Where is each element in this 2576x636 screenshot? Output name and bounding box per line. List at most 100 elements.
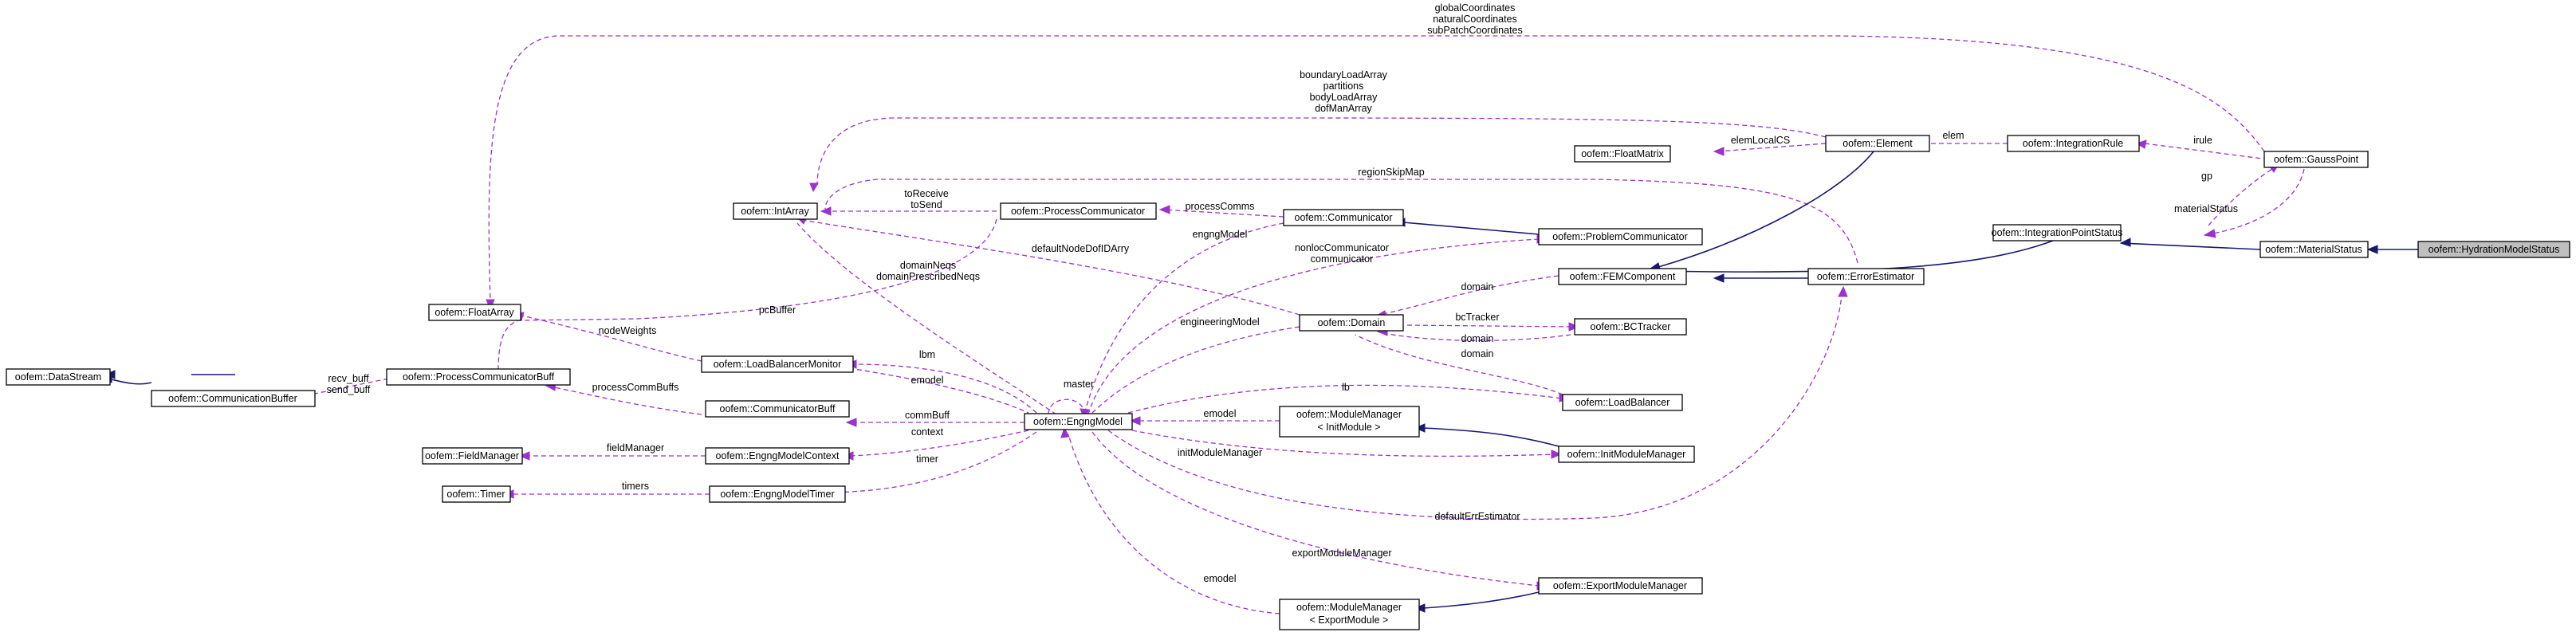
edge-label-domain-fem: domain: [1461, 281, 1494, 292]
edge-label-emodel-lbm: emodel: [911, 375, 944, 386]
node-material-status[interactable]: oofem::MaterialStatus: [2259, 241, 2369, 258]
edge-label-init-module-manager: initModuleManager: [1178, 447, 1262, 458]
edge-label-elem-local-cs: elemLocalCS: [1731, 135, 1790, 146]
node-hydration-model-status[interactable]: oofem::HydrationModelStatus: [2417, 241, 2570, 258]
node-error-estimator[interactable]: oofem::ErrorEstimator: [1807, 268, 1925, 285]
edge-label-to-receive: toReceive: [904, 188, 949, 199]
node-label: oofem::Timer: [446, 489, 505, 500]
edge-label-pc-buffer: pcBuffer: [759, 304, 796, 316]
edge-label-to-send: toSend: [910, 199, 942, 210]
edge-label-default-err-estimator: defaultErrEstimator: [1435, 511, 1520, 522]
node-label: oofem::FloatArray: [435, 307, 514, 318]
inheritance-edges: [107, 151, 2418, 609]
node-label: oofem::EngngModelContext: [716, 450, 840, 461]
node-problem-communicator[interactable]: oofem::ProblemCommunicator: [1538, 228, 1703, 245]
node-export-module-manager[interactable]: oofem::ExportModuleManager: [1538, 577, 1703, 595]
edge-label-comm-buff: commBuff: [905, 410, 950, 421]
node-label: oofem::Element: [1843, 138, 1913, 149]
node-label: oofem::ModuleManager: [1296, 409, 1402, 420]
node-process-communicator-buff[interactable]: oofem::ProcessCommunicatorBuff: [386, 368, 571, 386]
node-label: oofem::Domain: [1318, 317, 1386, 328]
edge-label-elem: elem: [1942, 130, 1964, 141]
edge-label-master: master: [1064, 379, 1094, 390]
edge-label-boundary-load-array: boundaryLoadArray: [1300, 69, 1388, 80]
node-label: oofem::IntegrationPointStatus: [1992, 227, 2123, 238]
node-module-manager-export[interactable]: oofem::ModuleManager < ExportModule >: [1279, 599, 1420, 630]
edge-label-region-skip-map: regionSkipMap: [1358, 167, 1424, 178]
node-label: oofem::FieldManager: [425, 450, 519, 461]
node-label: oofem::ModuleManager: [1296, 602, 1402, 613]
node-label-template: < InitModule >: [1317, 422, 1380, 433]
edge-label-partitions: partitions: [1323, 80, 1364, 92]
node-label: oofem::MaterialStatus: [2265, 244, 2362, 255]
node-label: oofem::ProcessCommunicatorBuff: [403, 371, 555, 383]
edge-label-default-node-dof-id-arry: defaultNodeDofIDArry: [1032, 243, 1130, 254]
node-float-matrix[interactable]: oofem::FloatMatrix: [1574, 145, 1671, 163]
edge-label-domain-bc: domain: [1461, 333, 1494, 344]
node-load-balancer-monitor[interactable]: oofem::LoadBalancerMonitor: [701, 355, 854, 373]
node-bc-tracker[interactable]: oofem::BCTracker: [1574, 318, 1687, 336]
edge-label-node-weights: nodeWeights: [599, 325, 657, 336]
edge-label-export-module-manager: exportModuleManager: [1292, 548, 1391, 559]
edge-label-subpatch-coordinates: subPatchCoordinates: [1427, 25, 1523, 36]
node-fem-component[interactable]: oofem::FEMComponent: [1558, 268, 1687, 285]
node-integration-point-status[interactable]: oofem::IntegrationPointStatus: [1992, 224, 2123, 241]
edge-label-timer: timer: [916, 453, 938, 465]
edge-label-lb: lb: [1342, 382, 1350, 393]
nodes: oofem::HydrationModelStatus oofem::Mater…: [6, 135, 2570, 630]
edge-label-global-coordinates: globalCoordinates: [1435, 2, 1516, 14]
node-label: oofem::LoadBalancerMonitor: [714, 359, 842, 370]
node-engng-model[interactable]: oofem::EngngModel: [1024, 413, 1133, 430]
node-label: oofem::Communicator: [1295, 212, 1393, 223]
node-label: oofem::ErrorEstimator: [1817, 271, 1914, 282]
edge-label-gp: gp: [2201, 171, 2212, 182]
edge-label-nonloc-communicator: nonlocCommunicator: [1295, 242, 1389, 253]
edge-labels: globalCoordinates naturalCoordinates sub…: [327, 2, 2238, 584]
edge-label-engng-model: engngModel: [1193, 229, 1248, 240]
node-label: oofem::EngngModel: [1033, 416, 1123, 427]
node-label: oofem::CommunicatorBuff: [720, 403, 836, 414]
node-label: oofem::ExportModuleManager: [1553, 580, 1687, 591]
node-label: oofem::InitModuleManager: [1567, 449, 1686, 460]
node-engng-model-timer[interactable]: oofem::EngngModelTimer: [709, 485, 846, 503]
node-label: oofem::FEMComponent: [1570, 271, 1676, 282]
node-load-balancer[interactable]: oofem::LoadBalancer: [1562, 394, 1683, 411]
node-integration-rule[interactable]: oofem::IntegrationRule: [2007, 135, 2140, 152]
edge-label-timers: timers: [622, 481, 649, 492]
node-float-array[interactable]: oofem::FloatArray: [428, 304, 521, 321]
node-field-manager[interactable]: oofem::FieldManager: [422, 447, 523, 465]
edge-label-recv-buff: recv_buff: [328, 373, 369, 384]
node-module-manager-init[interactable]: oofem::ModuleManager < InitModule >: [1279, 406, 1420, 438]
node-label: oofem::IntArray: [741, 206, 809, 217]
node-label: oofem::DataStream: [15, 371, 101, 383]
edge-label-dof-man-array: dofManArray: [1315, 103, 1372, 114]
node-element[interactable]: oofem::Element: [1825, 135, 1930, 152]
node-process-communicator[interactable]: oofem::ProcessCommunicator: [1000, 202, 1157, 220]
node-gauss-point[interactable]: oofem::GaussPoint: [2263, 151, 2369, 168]
node-engng-model-context[interactable]: oofem::EngngModelContext: [705, 447, 850, 465]
node-communicator[interactable]: oofem::Communicator: [1283, 209, 1404, 226]
node-label: oofem::FloatMatrix: [1581, 148, 1664, 159]
edge-label-domain-prescribed-neqs: domainPrescribedNeqs: [876, 271, 980, 282]
usage-edges: [302, 35, 2305, 614]
edge-label-domain-neqs: domainNeqs: [900, 260, 956, 271]
edge-label-send-buff: send_buff: [327, 384, 371, 395]
node-domain[interactable]: oofem::Domain: [1299, 314, 1404, 332]
node-int-array[interactable]: oofem::IntArray: [733, 202, 818, 220]
edge-label-process-comm-buffs: processCommBuffs: [592, 382, 679, 393]
node-communication-buffer[interactable]: oofem::CommunicationBuffer: [151, 390, 316, 407]
node-communicator-buff[interactable]: oofem::CommunicatorBuff: [705, 400, 850, 418]
node-timer[interactable]: oofem::Timer: [442, 485, 511, 503]
edge-label-bc-tracker: bcTracker: [1455, 312, 1499, 323]
edge-label-lbm: lbm: [919, 349, 935, 360]
edge-label-emodel-init: emodel: [1204, 408, 1237, 419]
edge-label-emodel-export: emodel: [1204, 573, 1237, 584]
edge-label-communicator: communicator: [1311, 253, 1374, 265]
node-data-stream[interactable]: oofem::DataStream: [6, 368, 111, 386]
node-label: oofem::IntegrationRule: [2023, 138, 2124, 149]
edge-label-natural-coordinates: naturalCoordinates: [1433, 14, 1517, 25]
node-init-module-manager[interactable]: oofem::InitModuleManager: [1558, 446, 1695, 463]
edge-label-material-status: materialStatus: [2174, 203, 2238, 214]
node-label: oofem::GaussPoint: [2274, 154, 2359, 165]
